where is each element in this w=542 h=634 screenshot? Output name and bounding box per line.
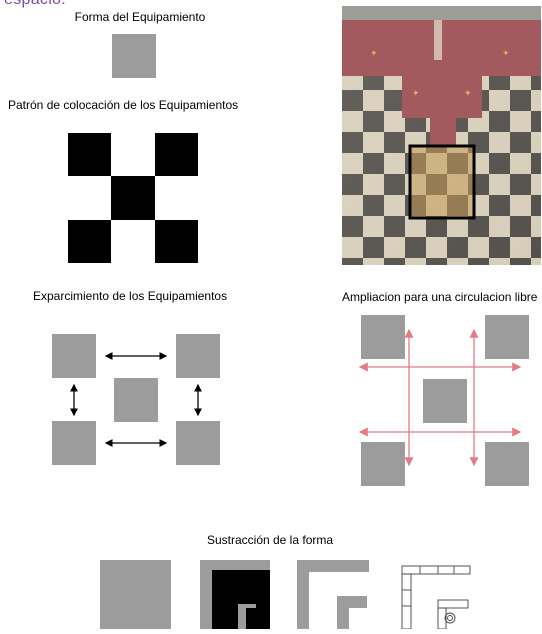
title-patron: Patrón de colocación de los Equipamiento… <box>8 98 239 112</box>
furniture-plan-graphic <box>401 565 471 630</box>
textile-photo-graphic: ✦ ✦ ✦ ✦ <box>342 6 541 265</box>
spread-square-bottom-left <box>52 421 96 465</box>
svg-text:✦: ✦ <box>502 49 510 59</box>
pattern-square-center <box>111 176 155 220</box>
expand-square-bottom-right <box>485 442 529 486</box>
title-forma: Forma del Equipamiento <box>74 10 206 24</box>
cropped-heading-fragment: espacio. <box>4 0 66 9</box>
title-esparcimiento: Exparcimiento de los Equipamientos <box>33 289 228 303</box>
spread-square-top-left <box>52 334 96 378</box>
expand-square-top-left <box>361 315 405 359</box>
placement-pattern <box>68 133 198 263</box>
circulation-arrows <box>358 328 522 467</box>
pattern-square-bottom-left <box>68 220 111 263</box>
spread-arrows <box>70 352 202 447</box>
pattern-square-bottom-right <box>155 220 198 263</box>
subtraction-stage-2-graphic <box>200 560 270 629</box>
expand-square-center <box>423 379 467 423</box>
spread-square-top-right <box>176 334 220 378</box>
spread-square-bottom-right <box>176 421 220 465</box>
expand-square-bottom-left <box>361 442 405 486</box>
svg-text:✦: ✦ <box>464 89 472 99</box>
subtraction-stage-3 <box>297 560 369 629</box>
pattern-square-top-left <box>68 133 111 176</box>
expand-square-top-right <box>485 315 529 359</box>
spread-square-center <box>114 378 158 422</box>
subtraction-stage-4-furniture <box>398 560 472 630</box>
subtraction-stage-1 <box>100 560 171 629</box>
svg-text:✦: ✦ <box>370 49 378 59</box>
title-ampliacion: Ampliacion para una circulacion libre <box>342 290 538 304</box>
textile-photo: ✦ ✦ ✦ ✦ <box>342 6 541 265</box>
pattern-square-top-right <box>155 133 198 176</box>
title-sustraccion: Sustracción de la forma <box>206 533 334 547</box>
subtraction-stage-2 <box>200 560 270 629</box>
equipment-shape-square <box>112 34 156 78</box>
subtraction-stage-3-graphic <box>297 560 369 629</box>
svg-text:✦: ✦ <box>412 89 420 99</box>
